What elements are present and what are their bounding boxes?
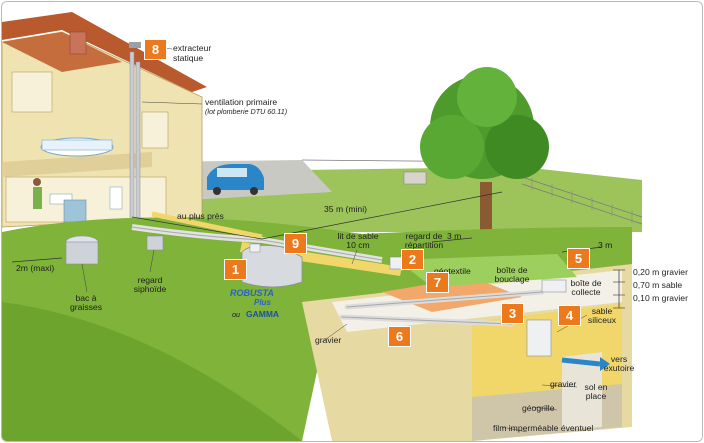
- label-geogrille: géogrille: [522, 403, 555, 413]
- label-lit-sable-line2: 10 cm: [346, 240, 370, 251]
- label-gravier-mid: gravier: [550, 379, 577, 389]
- label-regard-siphoide-line2: siphoïde: [133, 284, 167, 295]
- badge-8: 8: [145, 40, 166, 59]
- label-35m: 35 m (mini): [324, 204, 367, 214]
- label-boite-collecte-line1: boîte de: [570, 278, 602, 288]
- logo-ou: ou: [232, 310, 240, 319]
- label-ventilation-primaire: ventilation primaire: [205, 97, 278, 107]
- outlet-arrow: [561, 357, 601, 367]
- grease-trap: [65, 235, 99, 265]
- label-3m-right: 3 m: [598, 240, 613, 250]
- badge-1: 1: [225, 260, 246, 279]
- dimension-lines: [11, 191, 620, 308]
- label-gravier-left: gravier: [315, 335, 342, 345]
- siphoid-manhole: [146, 235, 164, 251]
- label-extracteur: extracteur: [173, 43, 212, 53]
- label-layer-sable: 0,70 m sable: [633, 280, 683, 290]
- label-geotextile: géotextile: [434, 266, 471, 276]
- collection-box: [541, 279, 567, 293]
- label-boite-collecte-line2: collecte: [571, 287, 601, 298]
- logo-plus: Plus: [254, 298, 271, 307]
- label-regard-repartition-line2: répartition: [404, 240, 444, 251]
- label-vers-exutoire-line2: exutoire: [603, 363, 635, 374]
- label-regard-siphoide-line1: regard: [137, 275, 163, 285]
- label-bac-graisses: bac à graisses: [64, 293, 108, 313]
- label-boite-bouclage-line2: bouclage: [494, 274, 530, 285]
- label-sable-siliceux-line1: sable: [591, 306, 613, 316]
- label-au-plus-pres: au plus près: [177, 211, 224, 221]
- label-2m-maxi: 2m (maxi): [16, 263, 55, 273]
- badge-4: 4: [559, 306, 580, 325]
- loop-box: [526, 319, 552, 357]
- label-sable-siliceux: sable siliceux: [582, 306, 622, 326]
- label-lit-sable: lit de sable 10 cm: [328, 231, 388, 251]
- label-sol-en-place-line1: sol en: [584, 382, 608, 392]
- label-sol-en-place: sol en place: [578, 382, 614, 402]
- label-boite-bouclage-line1: boîte de: [496, 265, 528, 275]
- label-regard-repartition: regard de répartition: [394, 231, 454, 251]
- label-sol-en-place-line2: place: [585, 391, 607, 402]
- label-boite-bouclage: boîte de bouclage: [487, 265, 537, 285]
- badge-6: 6: [389, 327, 410, 346]
- septic-tank: [241, 243, 303, 288]
- label-statique: statique: [173, 53, 204, 63]
- label-layer-gravier-top: 0,20 m gravier: [633, 267, 688, 277]
- label-vers-exutoire: vers exutoire: [602, 354, 636, 374]
- tree: [420, 67, 549, 237]
- badge-2: 2: [402, 250, 423, 269]
- label-boite-collecte: boîte de collecte: [564, 278, 608, 298]
- label-3m-top: 3 m: [447, 231, 462, 241]
- badge-7: 7: [427, 273, 448, 292]
- badge-9: 9: [285, 234, 306, 253]
- label-lit-sable-line1: lit de sable: [337, 231, 379, 241]
- label-vers-exutoire-line1: vers: [610, 354, 628, 364]
- label-layer-gravier-bottom: 0,10 m gravier: [633, 293, 688, 303]
- label-plomberie: (lot plomberie DTU 60.11): [205, 107, 288, 116]
- car: [207, 164, 264, 195]
- label-bac-graisses-line2: graisses: [70, 302, 102, 313]
- logo-gamma: GAMMA: [246, 309, 280, 319]
- logo-robusta: ROBUSTA: [230, 288, 274, 298]
- label-regard-repartition-line1: regard de: [405, 231, 443, 241]
- house: [2, 12, 207, 228]
- label-sable-siliceux-line2: siliceux: [587, 315, 617, 326]
- ventilation-pipe: [129, 51, 135, 233]
- label-regard-siphoide: regard siphoïde: [122, 275, 178, 295]
- badge-5: 5: [568, 249, 589, 268]
- badge-3: 3: [502, 304, 523, 323]
- label-film-impermeable: film imperméable éventuel: [493, 423, 594, 433]
- label-bac-graisses-line1: bac à: [75, 293, 97, 303]
